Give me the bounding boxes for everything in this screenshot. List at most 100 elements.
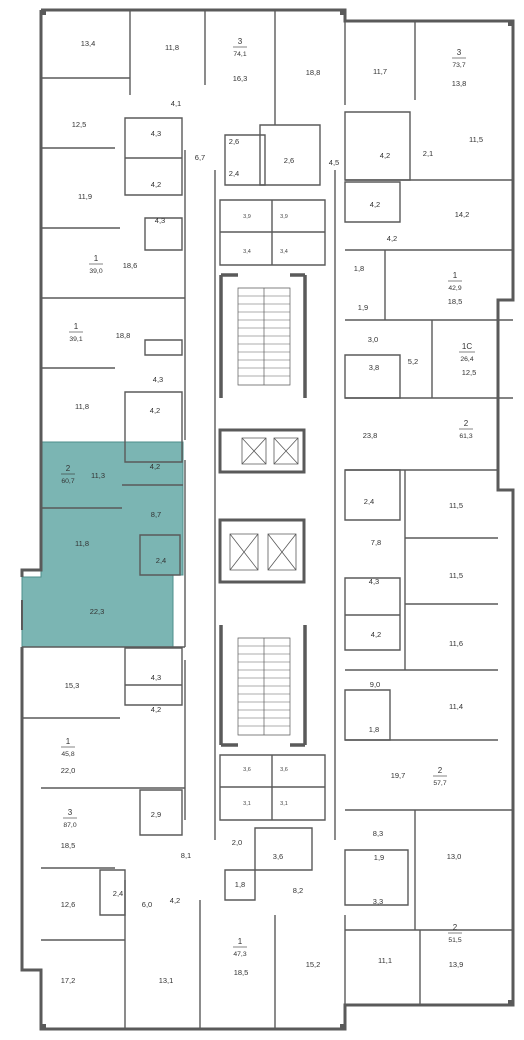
room-area: 2,4: [364, 497, 374, 506]
room-area: 18,5: [234, 968, 249, 977]
room-area: 2,4: [229, 169, 239, 178]
room-area: 11,9: [78, 192, 92, 201]
svg-text:1: 1: [66, 737, 71, 746]
room-area: 11,7: [373, 67, 387, 76]
svg-text:57,7: 57,7: [433, 780, 446, 787]
room-area: 6,0: [142, 900, 152, 909]
room-area: 4,3: [369, 577, 379, 586]
apartment-label[interactable]: 2 61,3: [459, 419, 473, 440]
apartment-labels: 3 74,1 3 73,7 1 39,0 1 42,9 1 39,1 1С 26…: [61, 37, 475, 958]
room-area: 6,7: [195, 153, 205, 162]
room-area: 11,5: [469, 135, 483, 144]
core-area: 3,6: [243, 767, 251, 773]
room-area: 11,1: [378, 956, 392, 965]
room-area-labels: 13,4 11,8 16,3 18,8 11,7 13,8 12,5 4,1 4…: [61, 39, 483, 985]
apartment-label[interactable]: 3 87,0: [63, 808, 77, 829]
room-area: 12,5: [462, 368, 477, 377]
room-area: 22,3: [90, 607, 105, 616]
room-area: 11,5: [449, 571, 463, 580]
svg-text:1: 1: [94, 254, 99, 263]
room-area: 2,4: [156, 556, 166, 565]
svg-text:87,0: 87,0: [63, 822, 76, 829]
core-area: 3,6: [280, 767, 288, 773]
room-area: 8,1: [181, 851, 191, 860]
apartment-label[interactable]: 1 39,1: [69, 322, 83, 343]
apartment-label[interactable]: 1С 26,4: [459, 342, 475, 363]
core-area: 3,1: [280, 801, 288, 807]
room-area: 11,6: [449, 639, 463, 648]
room-area: 13,8: [452, 79, 467, 88]
apartment-label[interactable]: 1 39,0: [89, 254, 103, 275]
room-area: 11,4: [449, 702, 463, 711]
room-area: 2,6: [284, 156, 294, 165]
corridor: [214, 170, 336, 840]
svg-text:73,7: 73,7: [452, 62, 465, 69]
svg-text:3: 3: [68, 808, 73, 817]
room-area: 4,2: [371, 630, 381, 639]
room-area: 4,5: [329, 158, 339, 167]
room-area: 4,3: [151, 129, 161, 138]
room-area: 13,4: [81, 39, 96, 48]
svg-text:51,5: 51,5: [448, 937, 461, 944]
room-area: 12,6: [61, 900, 76, 909]
room-area: 4,2: [150, 406, 160, 415]
room-area: 4,2: [370, 200, 380, 209]
room-area: 3,3: [373, 897, 383, 906]
exterior-walls: [20, 8, 515, 1031]
apartment-label[interactable]: 2 60,7: [61, 464, 75, 485]
room-area: 4,3: [155, 216, 165, 225]
svg-text:1: 1: [238, 937, 243, 946]
room-area: 2,4: [113, 889, 123, 898]
apartment-label[interactable]: 3 74,1: [233, 37, 247, 58]
room-area: 18,6: [123, 261, 138, 270]
room-area: 3,6: [273, 852, 283, 861]
room-area: 4,2: [387, 234, 397, 243]
core-area: 3,9: [280, 214, 288, 220]
core-area: 3,1: [243, 801, 251, 807]
interior-walls: [22, 10, 513, 1029]
room-area: 4,2: [380, 151, 390, 160]
room-area: 18,5: [448, 297, 463, 306]
room-area: 19,7: [391, 771, 406, 780]
room-area: 8,2: [293, 886, 303, 895]
apartment-label[interactable]: 2 51,5: [448, 923, 462, 944]
svg-text:47,3: 47,3: [233, 951, 246, 958]
room-area: 14,2: [455, 210, 470, 219]
room-area: 4,2: [150, 462, 160, 471]
room-area: 2,9: [151, 810, 161, 819]
svg-text:26,4: 26,4: [460, 356, 473, 363]
apartment-label[interactable]: 3 73,7: [452, 48, 466, 69]
svg-text:42,9: 42,9: [448, 285, 461, 292]
room-area: 17,2: [61, 976, 76, 985]
room-area: 4,2: [151, 180, 161, 189]
svg-text:60,7: 60,7: [61, 478, 74, 485]
svg-text:45,8: 45,8: [61, 751, 74, 758]
apartment-label[interactable]: 1 47,3: [233, 937, 247, 958]
room-area: 15,3: [65, 681, 80, 690]
room-area: 12,5: [72, 120, 87, 129]
room-area: 3,0: [368, 335, 378, 344]
room-area: 4,3: [153, 375, 163, 384]
room-area: 23,8: [363, 431, 378, 440]
stairwell-upper: [219, 273, 307, 398]
room-area: 11,8: [75, 539, 89, 548]
room-area: 9,0: [370, 680, 380, 689]
svg-text:2: 2: [464, 419, 469, 428]
room-area: 7,8: [371, 538, 381, 547]
apartment-label[interactable]: 1 45,8: [61, 737, 75, 758]
svg-text:39,1: 39,1: [69, 336, 82, 343]
facade-windows: [21, 9, 514, 1030]
svg-text:39,0: 39,0: [89, 268, 102, 275]
room-area: 16,3: [233, 74, 248, 83]
room-area: 4,2: [170, 896, 180, 905]
apartment-label[interactable]: 1 42,9: [448, 271, 462, 292]
room-area: 11,8: [165, 43, 179, 52]
room-area: 1,9: [358, 303, 368, 312]
stairwell-lower: [219, 625, 307, 747]
room-area: 2,6: [229, 137, 239, 146]
room-area: 1,8: [369, 725, 379, 734]
room-area: 3,8: [369, 363, 379, 372]
apartment-label[interactable]: 2 57,7: [433, 766, 447, 787]
room-area: 15,2: [306, 960, 321, 969]
svg-text:74,1: 74,1: [233, 51, 246, 58]
